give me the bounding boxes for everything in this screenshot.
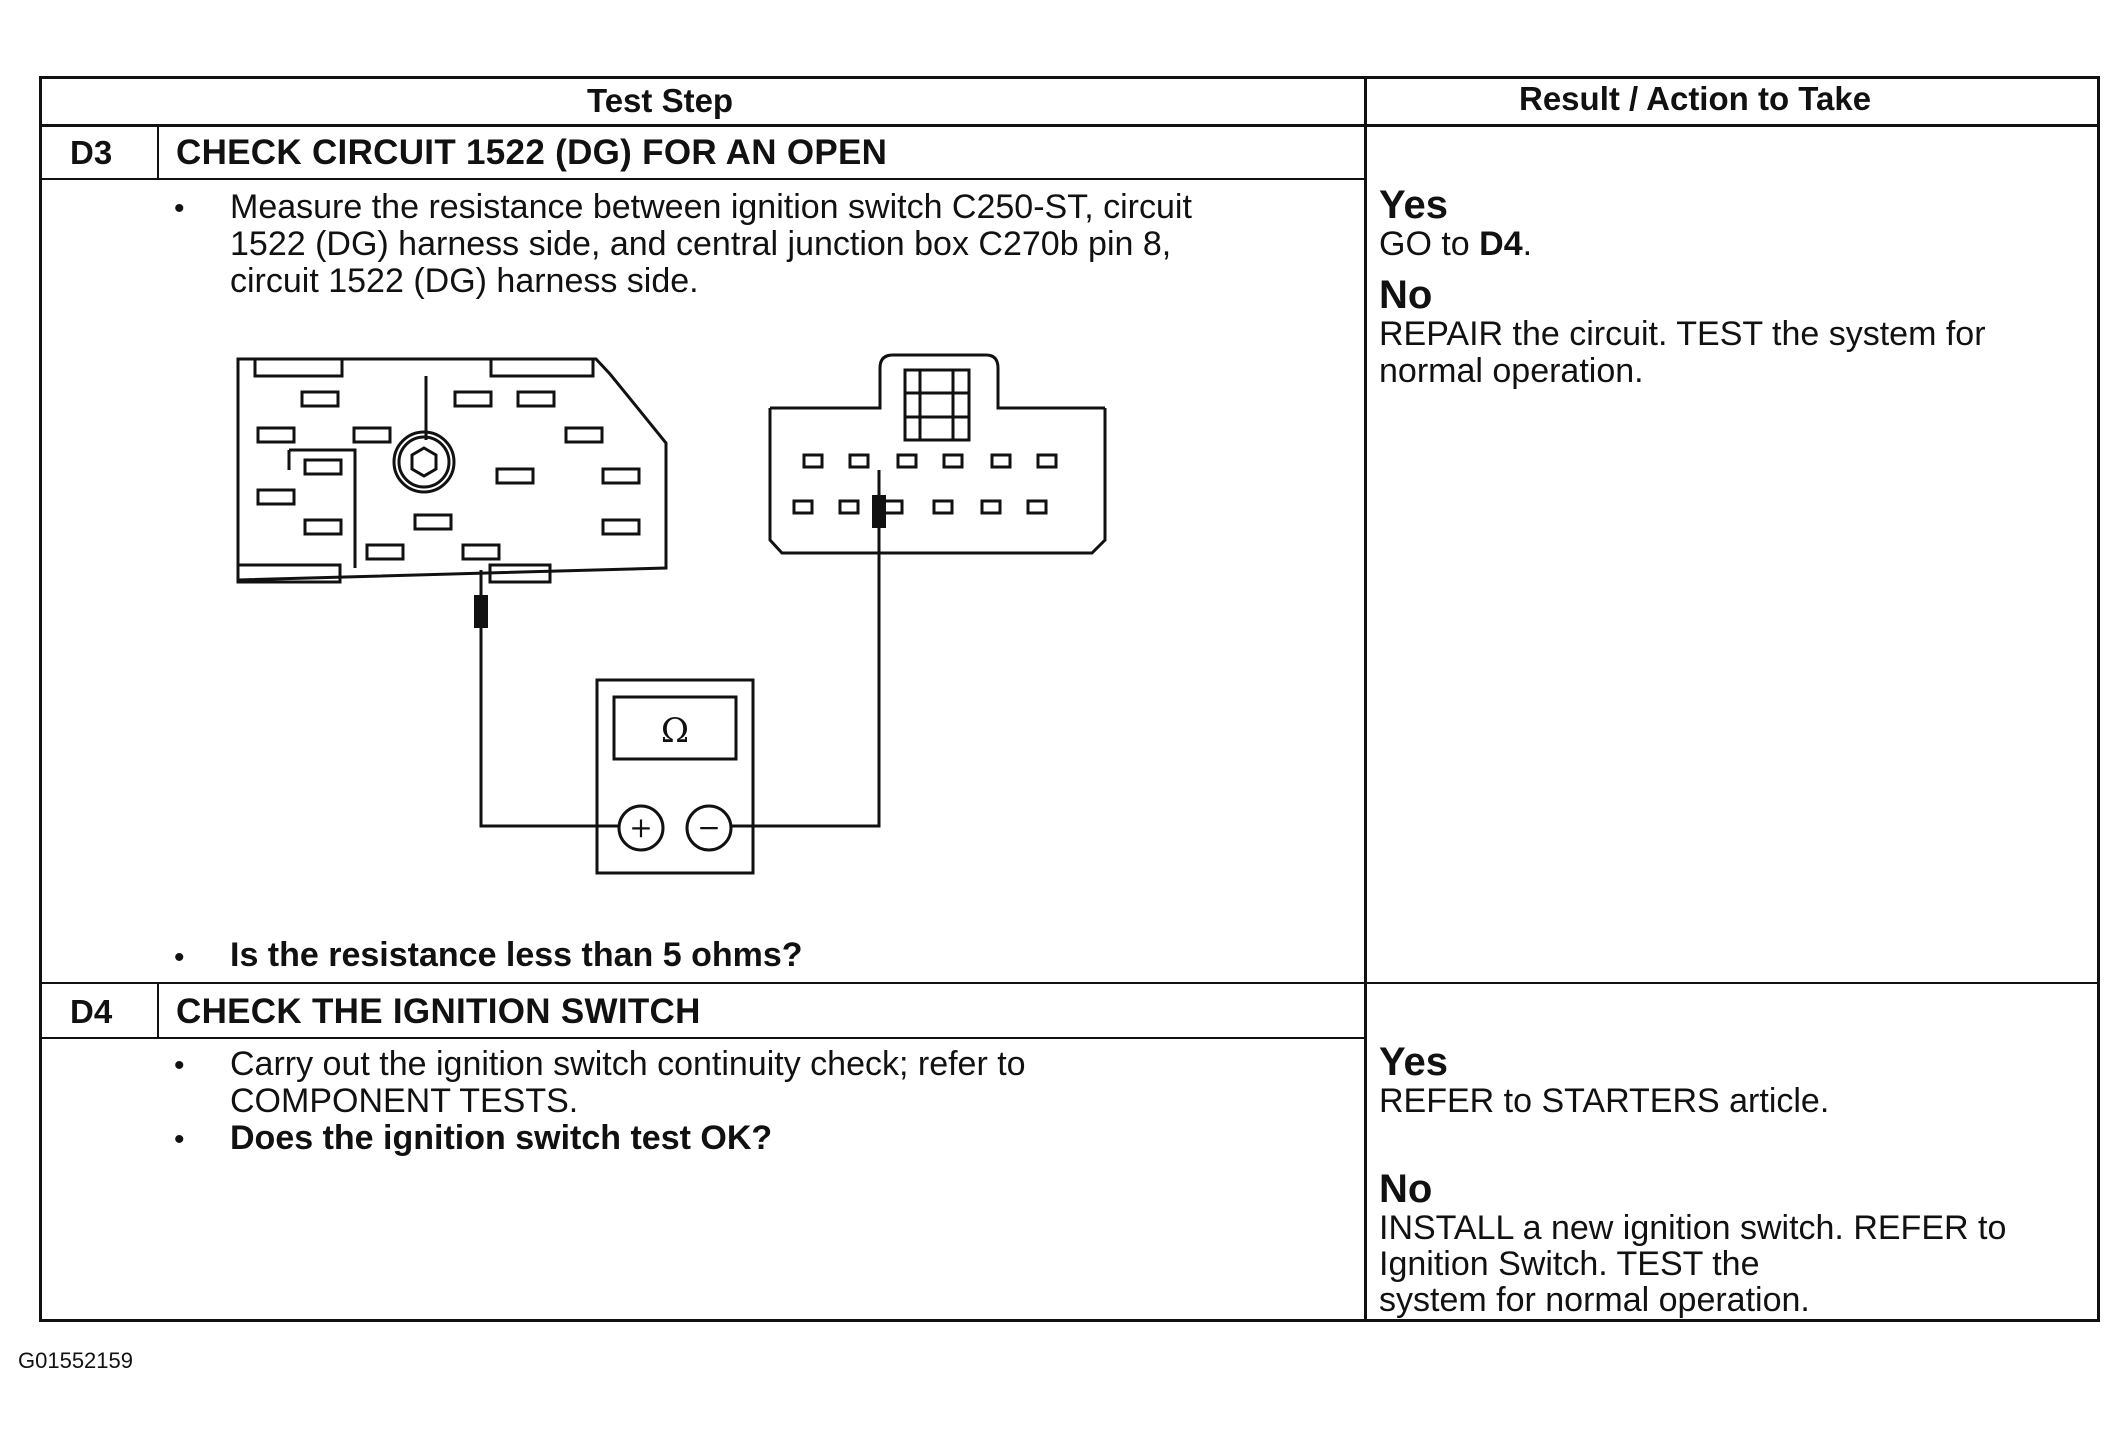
header-result-action: Result / Action to Take [1519,80,1872,117]
d4-instruction-line-1: Carry out the ignition switch continuity… [230,1045,1026,1083]
bullet-d4-question: • [174,1123,185,1156]
ohmmeter [595,678,755,875]
negative-probe [872,495,886,528]
step-id-d4: D4 [70,993,113,1030]
d3-yes-action: GO to D4. [1379,225,1533,263]
bullet-d3-instruction: • [174,192,185,225]
d4-no-label: No [1379,1167,1433,1211]
minus-symbol: − [697,811,720,844]
d3-title-separator [39,178,1364,180]
d3-id-divider [157,124,159,178]
step-title-d4: CHECK THE IGNITION SWITCH [176,992,701,1031]
d3-yes-label: Yes [1379,183,1448,227]
header-separator [39,124,2100,127]
step-separator [39,982,2100,984]
d3-instruction-line-3: circuit 1522 (DG) harness side. [230,262,699,300]
d3-instruction-line-2: 1522 (DG) harness side, and central junc… [230,225,1172,263]
d4-instruction-line-2: COMPONENT TESTS. [230,1082,579,1120]
d4-question: Does the ignition switch test OK? [230,1119,773,1157]
d4-yes-action: REFER to STARTERS article. [1379,1082,1830,1120]
d3-no-action-line-1: REPAIR the circuit. TEST the system for [1379,315,1986,353]
d4-id-divider [157,983,159,1037]
d3-instruction-line-1: Measure the resistance between ignition … [230,188,1192,226]
positive-test-lead [479,626,619,828]
d3-question: Is the resistance less than 5 ohms? [230,936,803,974]
positive-probe [474,595,488,628]
d4-no-action-line-1: INSTALL a new ignition switch. REFER to [1379,1209,2007,1247]
column-divider [1364,76,1367,1322]
ohm-symbol: Ω [661,711,689,751]
plus-terminal [617,804,665,852]
diagnostic-table [39,76,2100,1322]
step-id-d3: D3 [70,134,113,171]
d3-no-label: No [1379,273,1433,317]
bullet-d4-instruction: • [174,1049,185,1082]
figure-id: G01552159 [18,1348,133,1373]
d4-yes-label: Yes [1379,1040,1448,1084]
bullet-d3-question: • [174,941,185,974]
d4-no-action-line-3: system for normal operation. [1379,1281,1810,1319]
negative-test-lead [731,526,881,828]
d4-title-separator [39,1037,1364,1039]
d3-no-action-line-2: normal operation. [1379,352,1644,390]
header-test-step: Test Step [587,82,734,119]
minus-terminal [685,804,733,852]
d3-yes-step-ref: D4 [1479,225,1523,263]
step-title-d3: CHECK CIRCUIT 1522 (DG) FOR AN OPEN [176,133,888,172]
plus-symbol: + [629,811,652,844]
d4-no-action-line-2: Ignition Switch. TEST the [1379,1245,1760,1283]
junction-box-connector [768,408,1107,555]
